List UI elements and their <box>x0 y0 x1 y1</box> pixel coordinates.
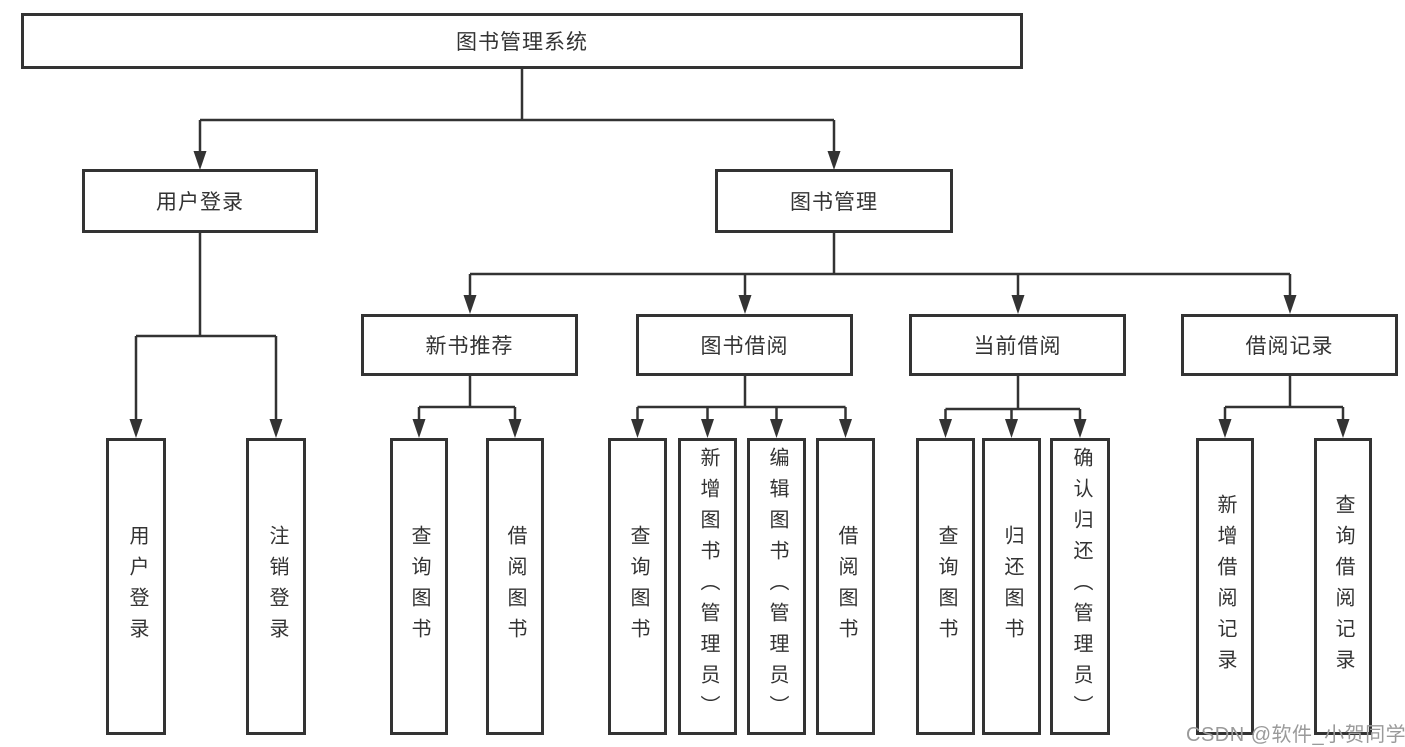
leaf-borrow-book-box-1: 借阅图书 <box>486 438 544 735</box>
leaf-edit-book-admin-box: 编辑图书（管理员） <box>747 438 806 735</box>
new-book-rec-box: 新书推荐 <box>361 314 578 376</box>
leaf-logout-box: 注销登录 <box>246 438 306 735</box>
root-connector <box>193 69 841 170</box>
user-login-box: 用户登录 <box>82 169 318 233</box>
leaf-borrow-book-box-2: 借阅图书 <box>816 438 875 735</box>
borrow-record-box: 借阅记录 <box>1181 314 1398 376</box>
book-borrow-connector <box>631 376 852 438</box>
leaf-query-book-box-3: 查询图书 <box>916 438 975 735</box>
leaf-user-login-box: 用户登录 <box>106 438 166 735</box>
book-borrow-box: 图书借阅 <box>636 314 853 376</box>
user-login-connector <box>129 233 283 438</box>
borrow-record-connector <box>1218 376 1350 438</box>
leaf-query-book-box-2: 查询图书 <box>608 438 667 735</box>
current-borrow-connector <box>939 376 1087 438</box>
leaf-confirm-return-admin-box: 确认归还（管理员） <box>1050 438 1110 735</box>
current-borrow-box: 当前借阅 <box>909 314 1126 376</box>
book-mgmt-connector <box>463 233 1297 314</box>
leaf-query-borrow-record-box: 查询借阅记录 <box>1314 438 1372 735</box>
new-book-rec-connector <box>412 376 522 438</box>
watermark-text: CSDN @软件_小贺同学 <box>1186 724 1405 746</box>
leaf-return-book-box: 归还图书 <box>982 438 1041 735</box>
leaf-add-borrow-record-box: 新增借阅记录 <box>1196 438 1254 735</box>
book-mgmt-box: 图书管理 <box>715 169 953 233</box>
leaf-query-book-box-1: 查询图书 <box>390 438 448 735</box>
leaf-add-book-admin-box: 新增图书（管理员） <box>678 438 737 735</box>
root-box: 图书管理系统 <box>21 13 1023 69</box>
